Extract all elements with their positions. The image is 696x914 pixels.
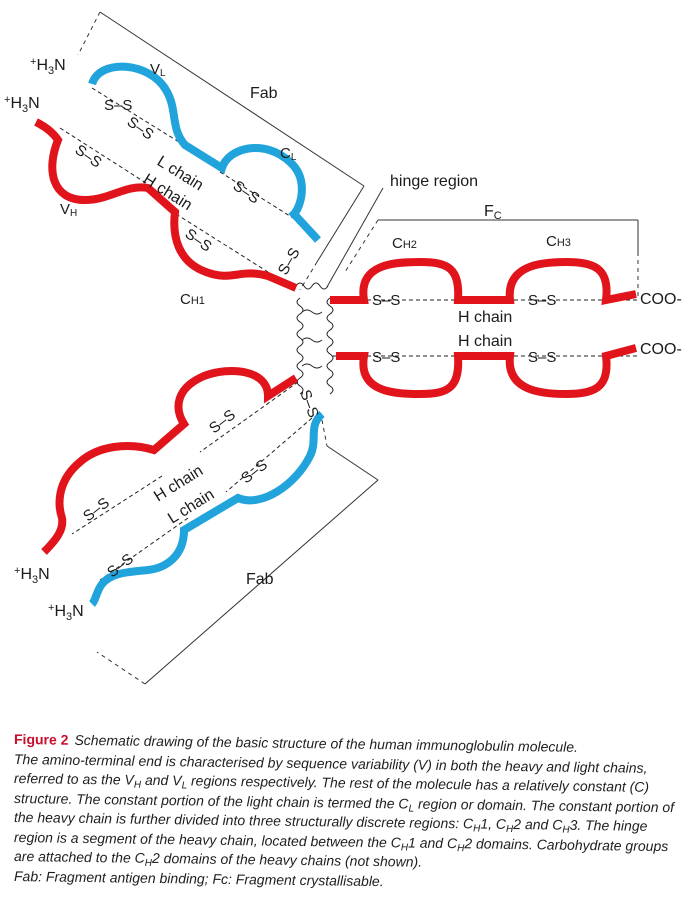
carboxyl-terminus-label: COO- <box>640 341 682 358</box>
fab-label-bottom: Fab <box>246 571 274 588</box>
fab-top-outline <box>77 11 365 291</box>
hinge-bridges <box>295 282 334 395</box>
n-terminus-label: +H3N <box>14 565 50 586</box>
ss-label: S–S <box>528 349 556 366</box>
ss-label: S–S <box>230 177 263 207</box>
h-chain-label-right-lower: H chain <box>458 333 512 350</box>
ss-label: S–S <box>124 113 157 143</box>
n-terminus-label: +H3N <box>48 602 84 623</box>
ss-label: S–S <box>182 225 215 255</box>
fab-label-top: Fab <box>250 85 278 102</box>
h-chain-label-right-upper: H chain <box>458 309 512 326</box>
carboxyl-terminus-label: COO- <box>640 291 682 308</box>
vh-label: VH <box>60 201 77 219</box>
ss-label: S–S <box>72 141 105 171</box>
fc-label: FC <box>484 203 502 222</box>
vl-label: VL <box>150 61 166 79</box>
ch1-label: CH1 <box>180 291 205 308</box>
ss-label: S–S <box>296 388 322 420</box>
ss-label: S–S <box>372 349 400 366</box>
light-chain-top <box>88 62 321 243</box>
ss-label: S–S <box>206 406 239 437</box>
ch3-label: CH3 <box>546 233 571 250</box>
heavy-chain-top <box>34 118 298 292</box>
hinge-pointer <box>326 187 384 288</box>
ss-label: S–S <box>528 292 556 309</box>
n-terminus-label: +H3N <box>4 94 40 115</box>
cl-label: CL <box>280 145 297 163</box>
light-chain-bottom <box>88 410 325 607</box>
hinge-region-label: hinge region <box>390 173 478 190</box>
heavy-chain-right-upper <box>330 257 637 306</box>
fab-bottom-outline <box>96 419 379 685</box>
heavy-chain-bottom <box>41 366 299 555</box>
heavy-chain-right-lower <box>336 344 638 399</box>
ss-label: S–S <box>104 97 132 114</box>
ss-label: S–S <box>238 456 271 487</box>
ss-label: S–S <box>80 494 113 525</box>
ss-label: S–S <box>372 292 400 309</box>
ss-label: S–S <box>275 245 304 278</box>
disulfide-connectors <box>59 87 640 581</box>
immunoglobulin-diagram: S–S S–S S–S S–S S–S S–S S–S S–S S–S S–S … <box>4 11 682 685</box>
fc-bracket <box>344 219 639 296</box>
n-terminus-label: +H3N <box>30 56 66 77</box>
ch2-label: CH2 <box>392 235 417 252</box>
caption-body: The amino-terminal end is characterised … <box>14 750 675 870</box>
figure-label: Figure 2 <box>14 731 69 748</box>
